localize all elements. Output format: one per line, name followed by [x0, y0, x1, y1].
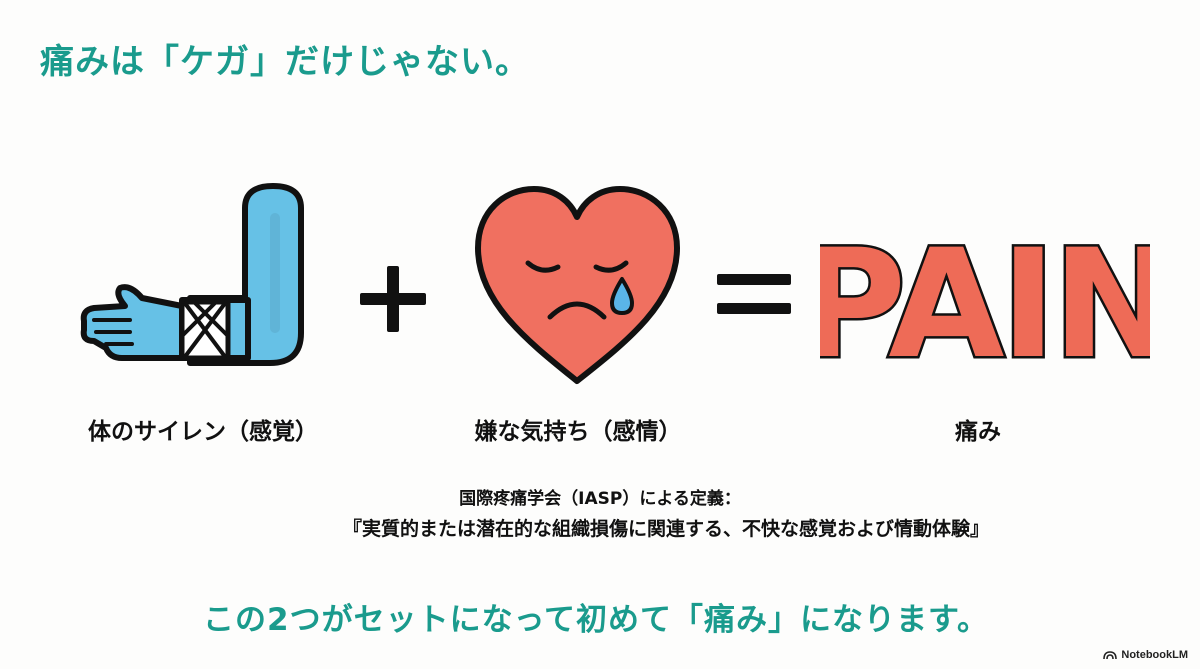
caption-pain: 痛み [955, 419, 1001, 445]
definition-heading: 国際疼痛学会（IASP）による定義： [459, 489, 741, 509]
caption-emotion: 嫌な気持ち（感情） [474, 419, 682, 445]
conclusion-text: この2つがセットになって初めて「痛み」になります。 [203, 602, 989, 638]
pain-word-graphic: PAIN [820, 216, 1150, 379]
page-title: 痛みは「ケガ」だけじゃない。 [40, 42, 530, 82]
equals-symbol [717, 274, 791, 314]
notebooklm-logo-icon [1103, 650, 1118, 659]
caption-sensation: 体のサイレン（感覚） [88, 419, 318, 445]
sad-heart-icon [475, 186, 680, 384]
plus-symbol [360, 266, 426, 332]
pain-word: PAIN [820, 218, 1150, 378]
definition-text: 『実質的または潜在的な組織損傷に関連する、不快な感覚および情動体験』 [342, 518, 990, 540]
bandaged-arm-icon [80, 183, 304, 366]
brand-watermark: NotebookLM [1103, 649, 1188, 661]
brand-label: NotebookLM [1121, 649, 1188, 661]
